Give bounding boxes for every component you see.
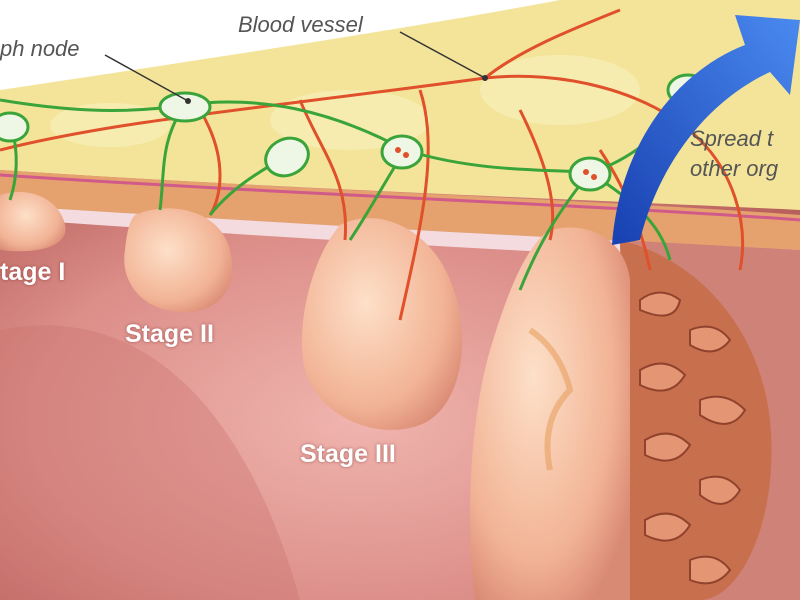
lymph-node-label: ph node	[0, 36, 80, 61]
spread-label-line1: Spread t	[690, 126, 774, 151]
tumor-stage-2	[124, 208, 233, 313]
colon-wall	[0, 170, 800, 250]
stage-1-label: tage I	[0, 258, 66, 286]
metastasis-arrow	[612, 15, 800, 245]
blood-vessel-label: Blood vessel	[238, 12, 363, 37]
stage-3-label: Stage III	[300, 440, 396, 468]
tumor-stage-4	[470, 227, 630, 600]
spread-label-line2: other org	[690, 156, 779, 181]
stage-2-label: Stage II	[125, 320, 214, 348]
tumor-stage-3	[301, 218, 463, 430]
tumor-stage-1	[0, 191, 66, 252]
tumor-stage-4-section	[620, 240, 772, 600]
